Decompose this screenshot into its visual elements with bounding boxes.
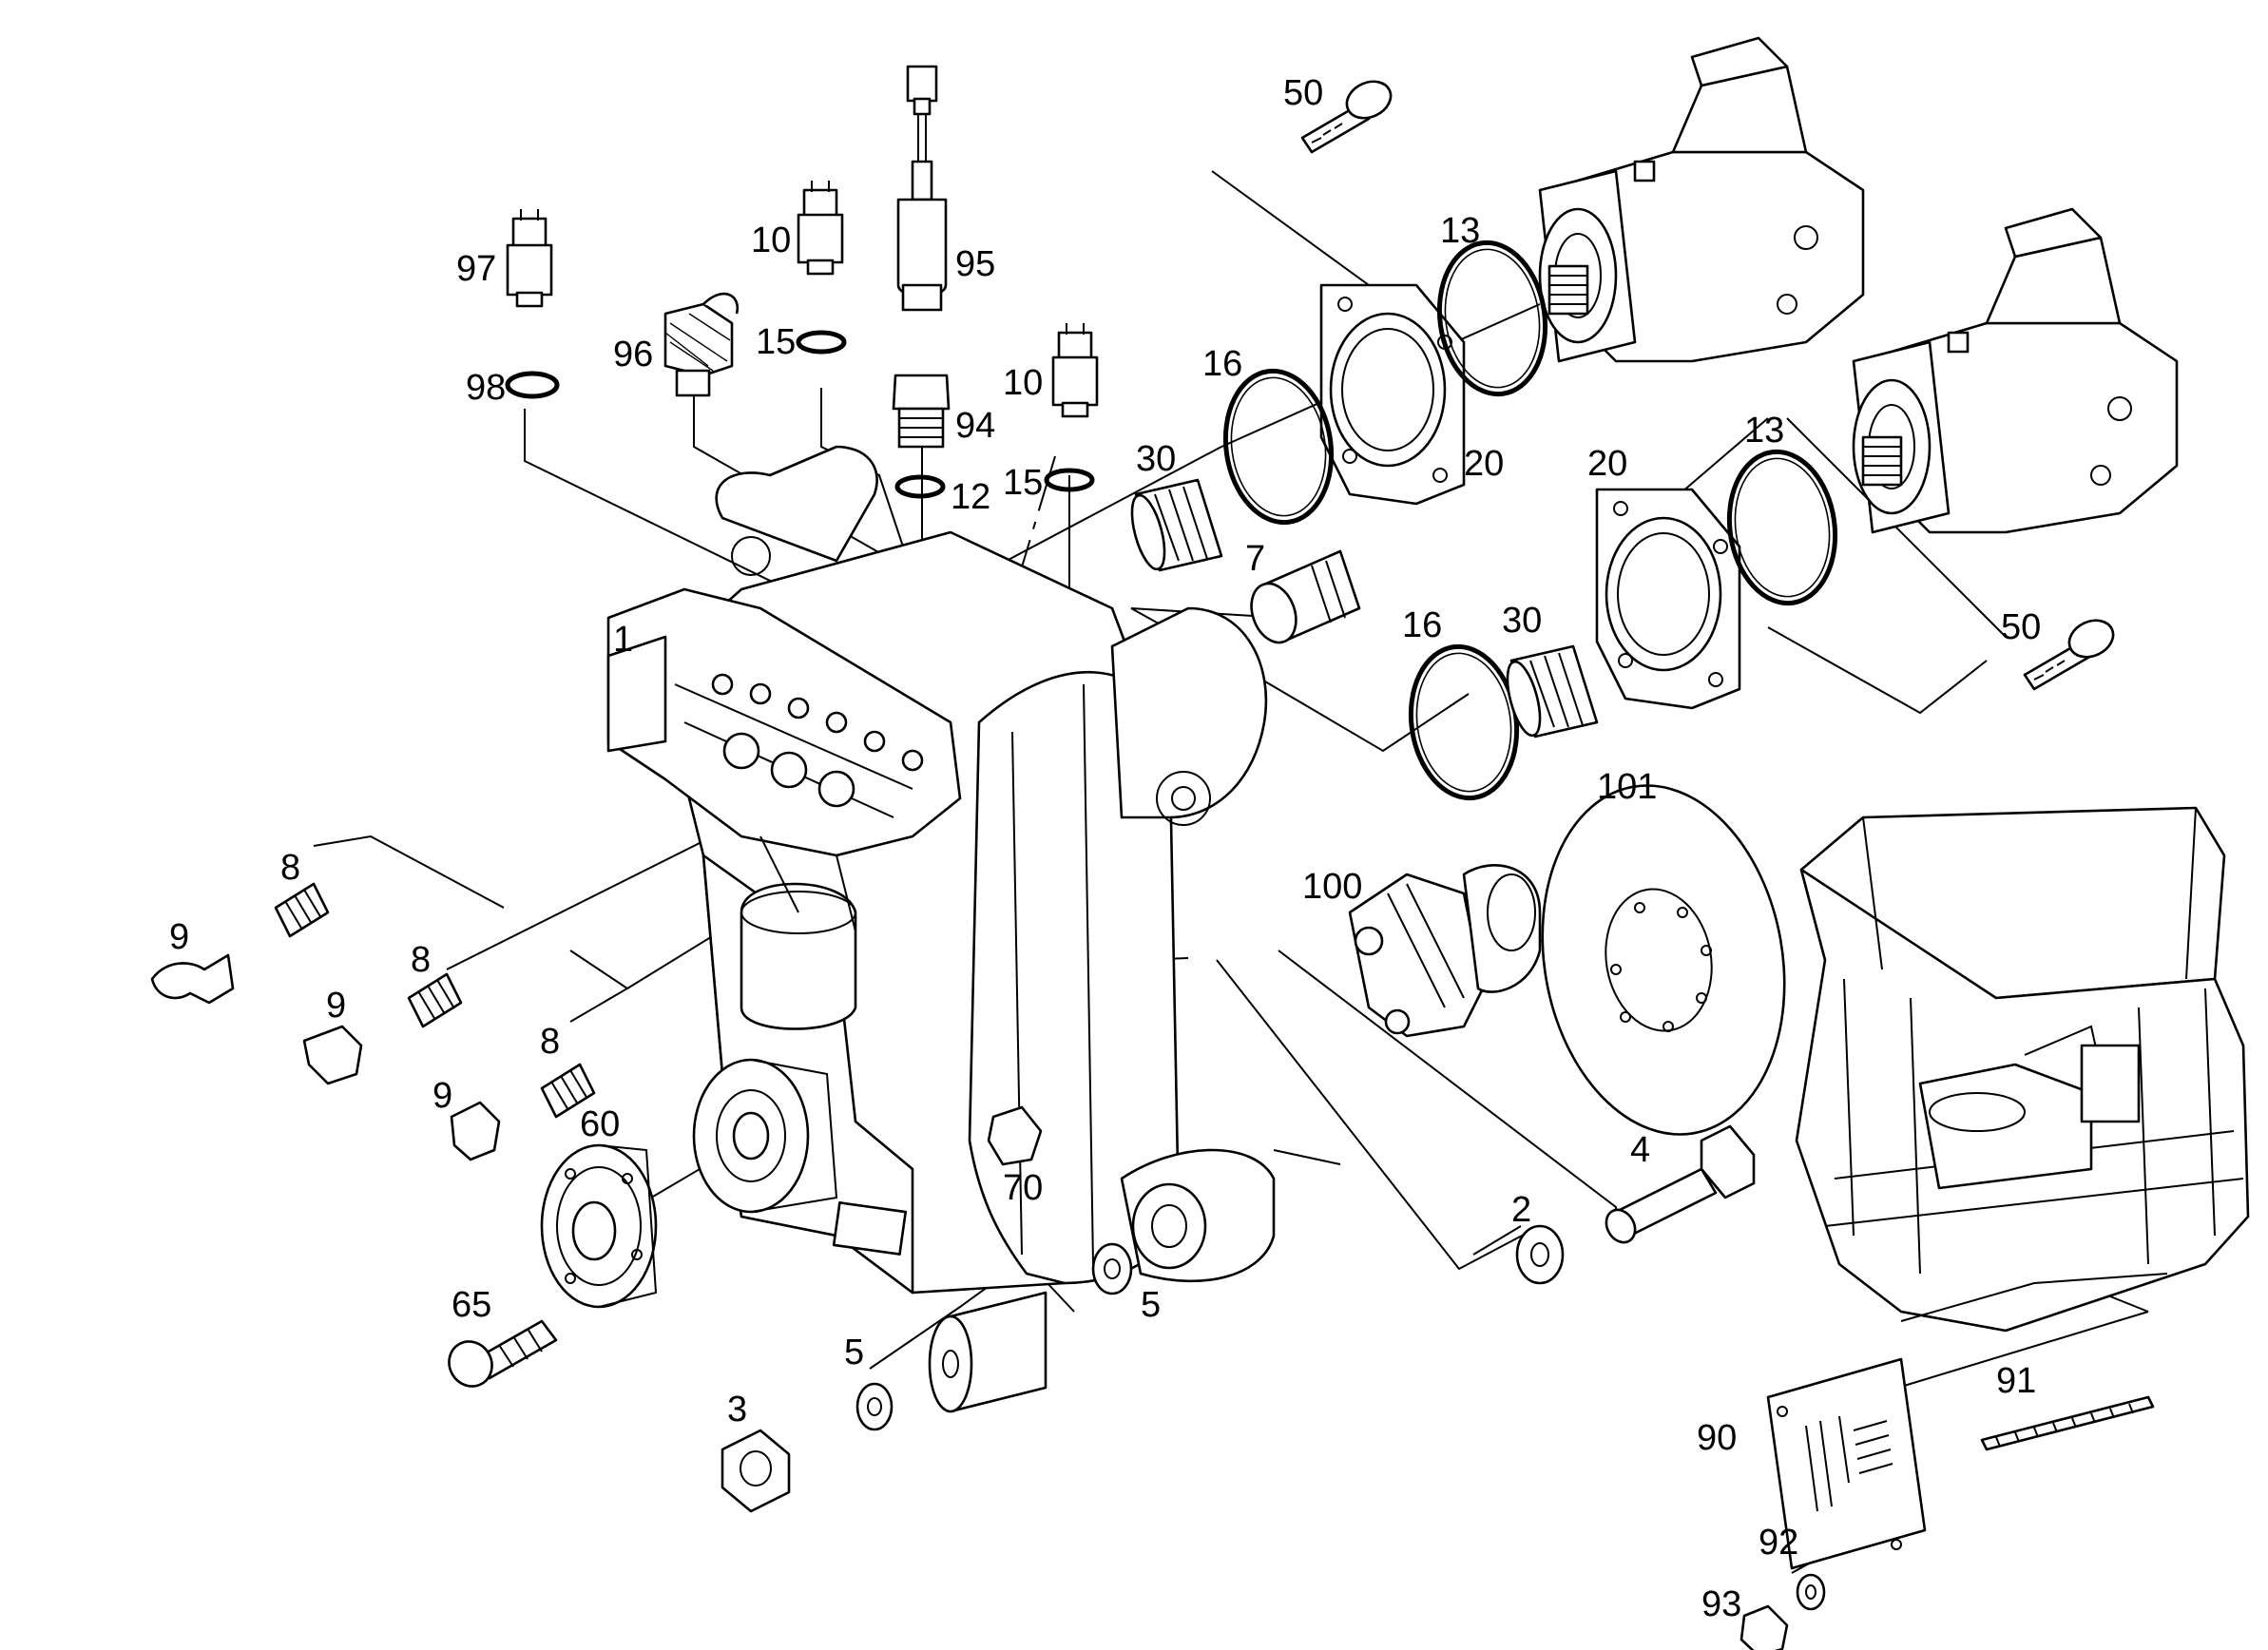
splined-sleeve-30-upper: [1130, 478, 1223, 572]
callout-94: 94: [955, 406, 995, 446]
callout-16b: 16: [1402, 605, 1442, 645]
callout-97: 97: [456, 249, 496, 289]
callout-labels: 97 98 10 15 96 95 94 12 10 15 50 13 16 3…: [169, 73, 2041, 1624]
callout-15a: 15: [756, 322, 796, 362]
o-ring-13-lower-inner: [1734, 457, 1831, 598]
callout-70: 70: [1003, 1168, 1043, 1208]
callout-9c: 9: [432, 1076, 452, 1116]
o-ring-13-upper: [1436, 240, 1548, 397]
inductive-sensor-96: [663, 292, 740, 397]
callout-8b: 8: [411, 940, 431, 980]
callout-16a: 16: [1202, 344, 1242, 384]
washer-5-right: [1091, 1242, 1133, 1295]
callout-93: 93: [1701, 1584, 1741, 1624]
callout-8c: 8: [540, 1022, 560, 1062]
callout-10a: 10: [751, 221, 791, 260]
flange-60: [540, 1143, 658, 1309]
plate-90: [1766, 1357, 1927, 1570]
brake-disc-101: [1541, 784, 1786, 1136]
seal-ring-98: [505, 371, 560, 399]
bolt-65: [448, 1319, 558, 1388]
bolt-50-upper: [1300, 80, 1393, 154]
output-flange: [692, 1058, 838, 1214]
callout-60: 60: [580, 1104, 620, 1144]
mounting-flange-20-upper: [1319, 283, 1466, 506]
fitting-8c: [540, 1063, 596, 1119]
fitting-7: [1250, 549, 1361, 644]
pin-sleeve: [928, 1291, 1048, 1413]
washer-5-left: [855, 1382, 894, 1431]
callout-98: 98: [466, 368, 506, 408]
callout-91: 91: [1996, 1361, 2036, 1401]
washer-92: [1796, 1573, 1826, 1611]
o-ring-16-upper-inner: [1230, 376, 1327, 517]
callout-65: 65: [452, 1285, 491, 1325]
callout-92: 92: [1759, 1523, 1798, 1563]
adapter-94: [892, 374, 951, 449]
callout-50a: 50: [1283, 73, 1323, 113]
callout-4: 4: [1630, 1130, 1650, 1170]
callout-20a: 20: [1464, 444, 1504, 484]
fitting-8b: [407, 972, 463, 1028]
splined-sleeve-30-lower: [1506, 644, 1599, 739]
pressure-switch-10-right: [1051, 323, 1099, 418]
o-ring-13-upper-inner: [1444, 248, 1541, 389]
callout-20b: 20: [1587, 444, 1627, 484]
nut-93: [1739, 1604, 1789, 1650]
callout-95: 95: [955, 244, 995, 284]
callout-101: 101: [1597, 767, 1657, 807]
hydraulic-motor-lower: [1852, 207, 2179, 534]
callout-50b: 50: [2001, 607, 2041, 647]
callout-13b: 13: [1744, 411, 1784, 451]
callout-12: 12: [951, 477, 990, 517]
control-valve-block: [606, 587, 962, 932]
callout-8a: 8: [280, 848, 300, 888]
elbow-9b: [302, 1025, 363, 1085]
nut-3: [721, 1429, 791, 1513]
o-ring-16-lower-inner: [1415, 652, 1512, 793]
callout-7: 7: [1245, 539, 1265, 579]
plug-70: [987, 1105, 1043, 1166]
seal-ring-15-right: [1044, 468, 1095, 492]
callout-9b: 9: [326, 986, 346, 1026]
hydraulic-motor-upper: [1538, 36, 1865, 363]
o-ring-16-lower: [1408, 643, 1520, 801]
callout-1: 1: [613, 620, 633, 660]
operator-cab: [1795, 806, 2250, 1333]
stud-91: [1980, 1395, 2155, 1451]
callout-5a: 5: [1141, 1285, 1161, 1325]
seal-ring-15-left: [796, 330, 847, 355]
o-ring-16-upper: [1222, 368, 1335, 526]
fitting-8a: [274, 882, 330, 938]
pressure-switch-10-left: [797, 181, 844, 276]
washer-2: [1515, 1224, 1565, 1285]
callout-5b: 5: [844, 1333, 864, 1372]
callout-100: 100: [1302, 867, 1362, 907]
callout-10b: 10: [1003, 363, 1043, 403]
pressure-switch-97: [506, 209, 553, 308]
elbow-9c: [450, 1101, 501, 1161]
speed-sensor-95: [896, 65, 948, 312]
elbow-9a: [150, 953, 235, 1005]
callout-3: 3: [727, 1390, 747, 1429]
callout-15b: 15: [1003, 463, 1043, 503]
callout-9a: 9: [169, 917, 189, 957]
o-ring-13-lower: [1726, 449, 1838, 606]
bolt-50-lower: [2023, 619, 2115, 691]
seal-ring-12: [894, 474, 946, 499]
callout-30a: 30: [1136, 439, 1176, 479]
callout-2: 2: [1511, 1190, 1531, 1230]
callout-90: 90: [1697, 1418, 1737, 1458]
bolt-4: [1605, 1124, 1756, 1244]
mounting-flange-20-lower: [1595, 488, 1741, 710]
callout-30b: 30: [1502, 601, 1542, 641]
callout-96: 96: [613, 335, 653, 374]
callout-13a: 13: [1440, 211, 1480, 251]
brake-caliper-100: [1348, 864, 1542, 1038]
